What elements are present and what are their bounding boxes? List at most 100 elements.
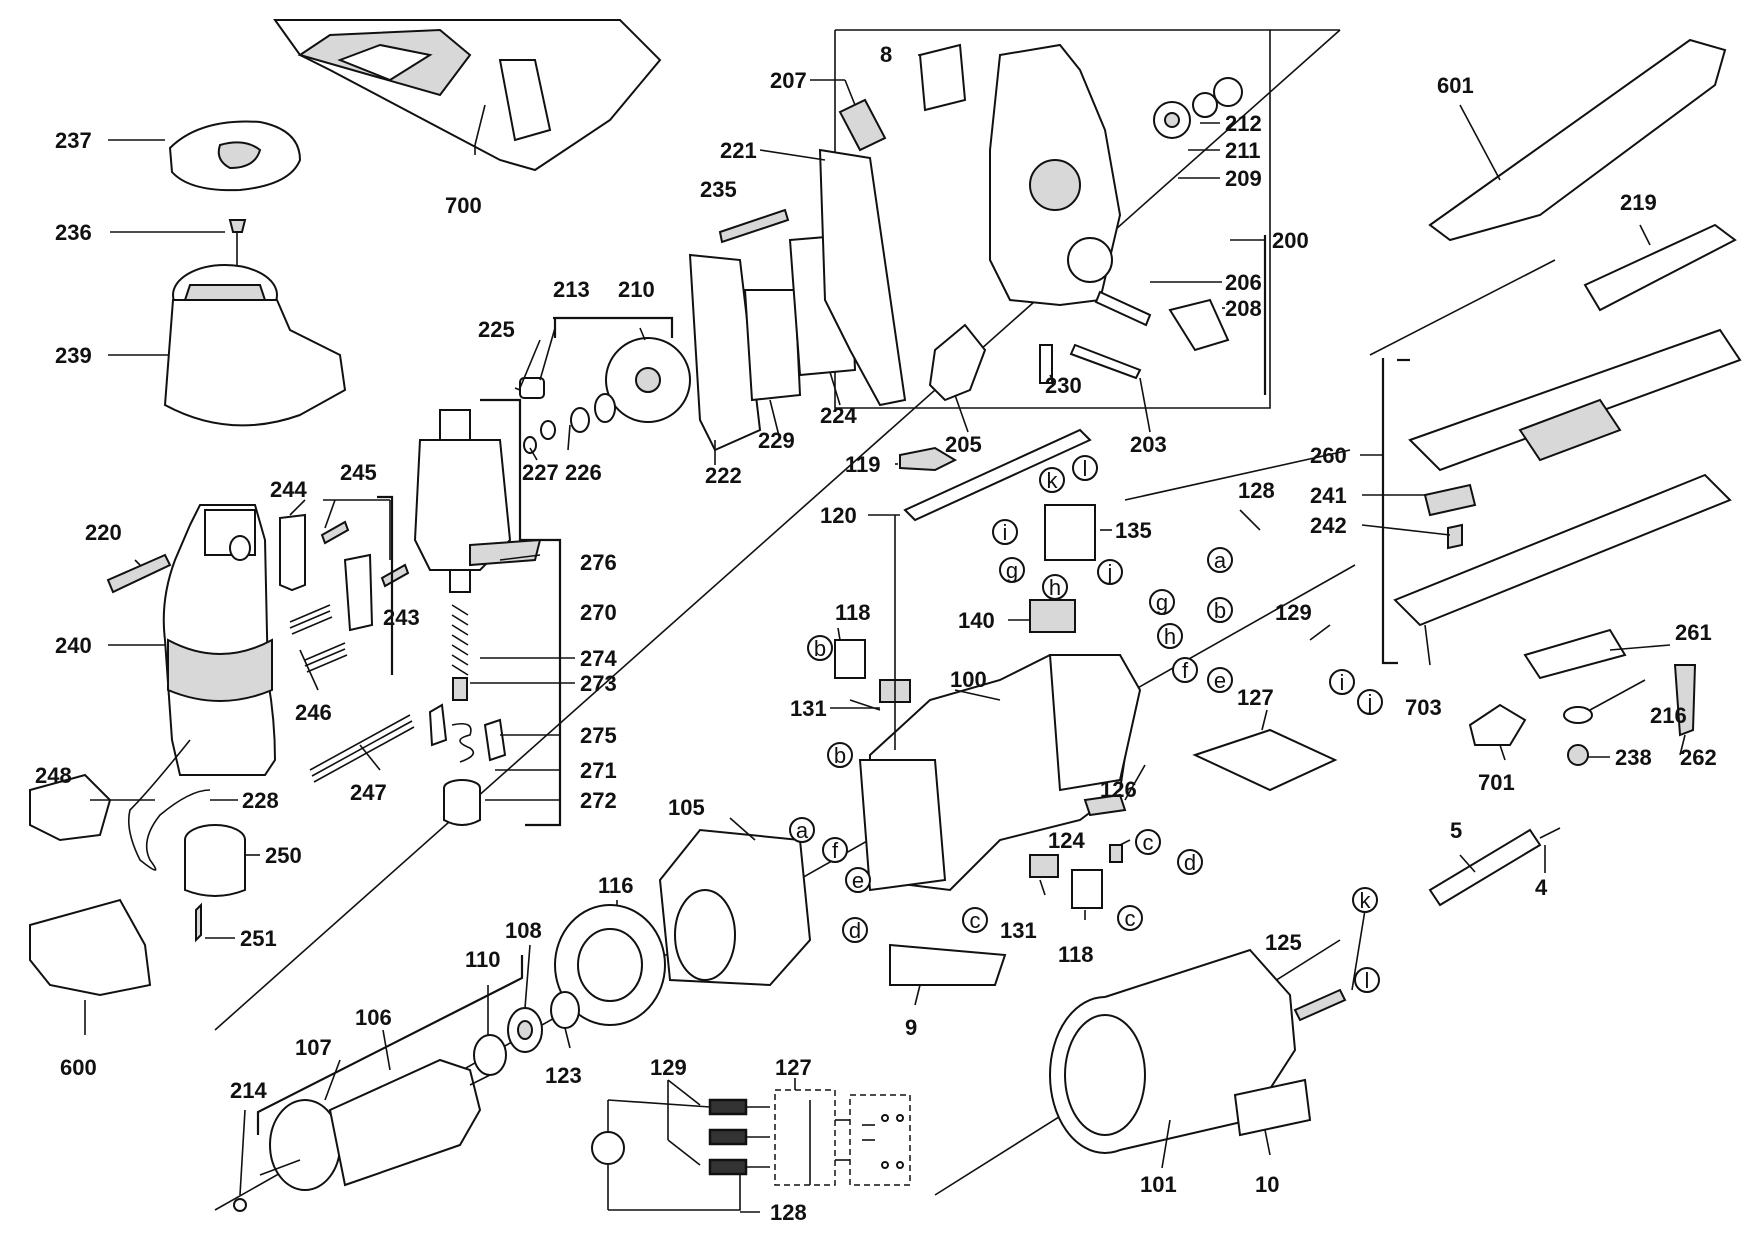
small-gear (1213, 77, 1243, 107)
gear-assembly (519, 337, 691, 454)
wire-letter: e (852, 868, 864, 893)
slider (1523, 628, 1627, 680)
part-label-105: 105 (668, 795, 705, 820)
part-label-242: 242 (1310, 513, 1347, 538)
part-label-205: 205 (945, 432, 982, 457)
wire-callout-k-2 (1352, 887, 1378, 913)
wire-callout-j-2 (1357, 689, 1383, 715)
part-label-238: 238 (1615, 745, 1652, 770)
wire-letter: c (1125, 906, 1136, 931)
wire-letter: a (1214, 548, 1227, 573)
part-label-116: 116 (598, 873, 634, 898)
wire-letter: h (1049, 575, 1061, 600)
part-number-labels: 237 236 239 220 240 244 245 243 246 247 … (35, 42, 1717, 1225)
wire-callout-h-2 (1157, 623, 1183, 649)
gear-plate (688, 253, 762, 452)
part-label-209: 209 (1225, 166, 1262, 191)
part-label-129-top: 129 (1275, 600, 1312, 625)
part-label-235: 235 (700, 177, 737, 202)
part-label-219: 219 (1620, 190, 1657, 215)
wire-letter: i (1003, 520, 1008, 545)
wire-callout-d-1 (842, 917, 868, 943)
dust-nozzle (163, 264, 347, 427)
part-label-248: 248 (35, 763, 72, 788)
wire-letter: a (796, 818, 809, 843)
part-label-107: 107 (295, 1035, 332, 1060)
wire-callout-i-1 (992, 519, 1018, 545)
gearbox-gasket (818, 148, 907, 407)
pendulum-lever (928, 323, 987, 402)
bearing-110 (473, 1034, 507, 1076)
switch (1044, 504, 1096, 561)
wire-spring (127, 739, 211, 871)
part-label-225: 225 (478, 317, 515, 342)
screw-242 (1447, 523, 1463, 550)
motor-housing (858, 654, 1142, 892)
wire-letter: e (1214, 668, 1226, 693)
wire-letter: b (814, 636, 826, 661)
part-label-275: 275 (580, 723, 617, 748)
part-label-118-top: 118 (835, 600, 871, 625)
leader-lines (84, 54, 1686, 1213)
part-label-251: 251 (240, 926, 277, 951)
part-label-270: 270 (580, 600, 617, 625)
clamp-screw (1109, 844, 1123, 863)
wire-letter: f (832, 838, 839, 863)
part-label-101: 101 (1140, 1172, 1177, 1197)
stator (658, 828, 812, 987)
part-label-127-top: 127 (1237, 685, 1274, 710)
wire-callout-c-2 (962, 907, 988, 933)
coil-bottom (708, 1158, 748, 1176)
part-label-220: 220 (85, 520, 122, 545)
wire-callout-b-3 (1207, 597, 1233, 623)
part-label-701: 701 (1478, 770, 1515, 795)
part-label-250: 250 (265, 843, 302, 868)
separator-line-mid (1124, 449, 1351, 501)
part-label-131-top: 131 (790, 696, 827, 721)
clip (279, 513, 306, 592)
filter-box (774, 1089, 836, 1186)
wire-letter: f (1182, 658, 1189, 683)
part-label-230: 230 (1045, 373, 1082, 398)
wire-callout-e-2 (1207, 667, 1233, 693)
wire-letter: c (1143, 830, 1154, 855)
brackets (256, 235, 1410, 1135)
screw-262 (1673, 664, 1697, 737)
extraction-nozzle (1428, 38, 1727, 242)
part-label-129-bottom: 129 (650, 1055, 687, 1080)
part-label-10: 10 (1255, 1172, 1279, 1197)
part-label-226: 226 (565, 460, 602, 485)
wire-callout-h-1 (1042, 574, 1068, 600)
cover-screw (1293, 988, 1347, 1022)
screw-238 (1567, 744, 1589, 766)
wire-letter: b (1214, 598, 1226, 623)
part-label-229: 229 (758, 428, 795, 453)
part-label-140: 140 (958, 608, 995, 633)
part-label-206: 206 (1225, 270, 1262, 295)
part-label-276: 276 (580, 550, 617, 575)
wire-callout-i-2 (1329, 669, 1355, 695)
plunger-assembly (413, 409, 542, 593)
wire-callout-g-2 (1149, 589, 1175, 615)
power-cord (1539, 827, 1561, 839)
capacitor (1029, 599, 1076, 633)
part-label-221: 221 (720, 138, 757, 163)
pin-230 (1039, 344, 1053, 384)
part-label-236: 236 (55, 220, 92, 245)
separator-line-right (1369, 259, 1556, 356)
power-cable-sleeve (1428, 828, 1542, 907)
part-label-237: 237 (55, 128, 92, 153)
label-9 (889, 943, 1007, 986)
part-label-273: 273 (580, 671, 617, 696)
washer (1563, 706, 1593, 724)
wire-callout-c-3 (1117, 905, 1143, 931)
plunger-coil (451, 722, 475, 763)
carbon-brush-bottom (1029, 854, 1059, 878)
part-label-261: 261 (1675, 620, 1712, 645)
wire-letter: d (1184, 850, 1196, 875)
wire-letter: j (1367, 690, 1373, 715)
retaining-ring (1192, 92, 1218, 118)
part-label-216: 216 (1650, 703, 1687, 728)
part-label-260: 260 (1310, 443, 1347, 468)
coil-middle (708, 1128, 748, 1146)
